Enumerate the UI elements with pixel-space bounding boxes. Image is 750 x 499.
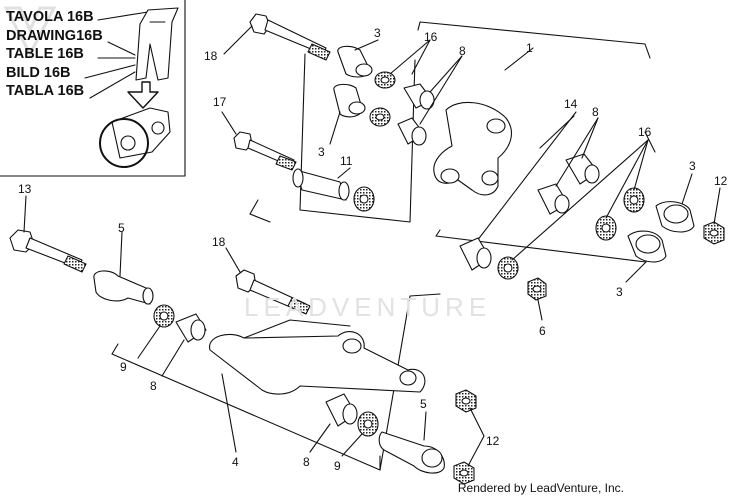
callout-4[interactable]: 4 — [232, 455, 239, 469]
callout-18[interactable]: 18 — [204, 49, 218, 63]
pin-5-left — [93, 270, 154, 305]
spacer-8-d — [537, 183, 570, 215]
callout-3[interactable]: 3 — [616, 285, 623, 299]
bearing-16-f — [497, 256, 519, 280]
callout-9[interactable]: 9 — [120, 360, 127, 374]
callout-3[interactable]: 3 — [318, 145, 325, 159]
callout-14[interactable]: 14 — [564, 97, 578, 111]
bearing-16-d — [623, 187, 645, 213]
legend-line: TABLE 16B — [6, 46, 84, 63]
bearing-16-a — [374, 71, 396, 89]
callout-13[interactable]: 13 — [18, 182, 32, 196]
callout-5[interactable]: 5 — [118, 221, 125, 235]
spacer-8-a — [403, 83, 435, 110]
callout-8[interactable]: 8 — [150, 379, 157, 393]
render-credit: Rendered by LeadVenture, Inc. — [457, 481, 624, 495]
callout-12[interactable]: 12 — [486, 434, 500, 448]
spacer-8-lower — [325, 393, 358, 427]
bearing-9-left — [153, 304, 175, 328]
bearing-16-c — [353, 186, 375, 212]
callout-8[interactable]: 8 — [459, 44, 466, 58]
bushing-3-upper — [337, 45, 373, 78]
link-1 — [433, 101, 512, 196]
callout-5[interactable]: 5 — [420, 397, 427, 411]
callout-6[interactable]: 6 — [539, 324, 546, 338]
bolt-18-upper — [249, 13, 331, 61]
bolt-18-lower — [235, 269, 311, 315]
bushing-3-right — [655, 201, 695, 233]
legend-line: BILD 16B — [6, 64, 71, 81]
bolt-17 — [233, 131, 297, 171]
nut-12-upper — [455, 389, 477, 413]
callout-8[interactable]: 8 — [592, 105, 599, 119]
callout-18[interactable]: 18 — [212, 235, 226, 249]
legend-line: TAVOLA 16B — [6, 9, 94, 25]
bearing-16-b — [369, 107, 391, 127]
callout-1[interactable]: 1 — [526, 41, 533, 55]
inset-frame — [0, 0, 186, 177]
spacer-8-left — [175, 313, 207, 343]
pin-5-right — [378, 431, 445, 474]
bolt-13 — [9, 229, 87, 273]
callout-9[interactable]: 9 — [334, 459, 341, 473]
leadventure-logo-watermark — [3, 6, 57, 58]
bushing-3-left — [333, 83, 366, 118]
spacer-8-c — [565, 153, 600, 185]
sleeve-11 — [292, 168, 350, 201]
callout-3[interactable]: 3 — [689, 159, 696, 173]
callout-17[interactable]: 17 — [213, 95, 227, 109]
spacer-8-b — [397, 117, 427, 146]
bearing-9-lower — [357, 411, 379, 437]
link-4 — [209, 319, 426, 395]
callout-12[interactable]: 12 — [714, 174, 728, 188]
callout-16[interactable]: 16 — [424, 30, 438, 44]
bushing-3-lower — [627, 230, 667, 263]
watermark-text: LEADVENTURE — [244, 292, 492, 322]
callout-16[interactable]: 16 — [638, 125, 652, 139]
legend-line: TABLA 16B — [6, 83, 85, 100]
legend-line: DRAWING16B — [6, 27, 103, 44]
callout-3[interactable]: 3 — [374, 26, 381, 40]
bracket-1 — [417, 21, 651, 59]
nut-12-right — [703, 221, 725, 245]
nut-6 — [527, 277, 547, 301]
callout-11[interactable]: 11 — [340, 154, 353, 168]
drawing-reference-legend: TAVOLA 16B DRAWING16B TABLE 16B BILD 16B… — [6, 8, 103, 101]
bearing-16-e — [595, 215, 617, 241]
nut-12-lower — [453, 461, 475, 485]
spacer-14 — [459, 237, 492, 271]
callout-8[interactable]: 8 — [303, 455, 310, 469]
